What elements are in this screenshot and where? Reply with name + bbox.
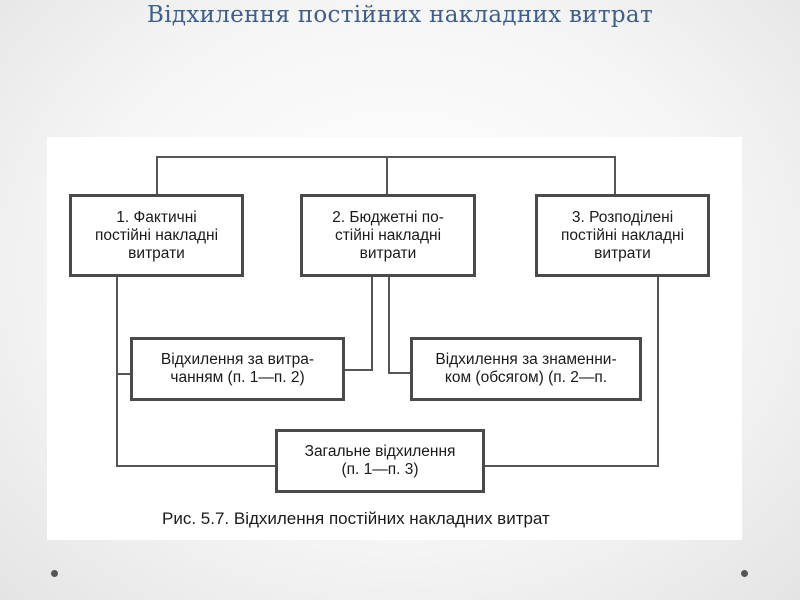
spending-variance-box: Відхилення за витра- чанням (п. 1—п. 2) — [130, 337, 345, 401]
figure-caption: Рис. 5.7. Відхилення постійних накладних… — [162, 509, 550, 528]
actual-costs-box: 1. Фактичні постійні накладні витрати — [69, 194, 244, 277]
budget-to-spending-line — [343, 276, 373, 371]
budget-to-volume-line — [388, 276, 412, 374]
volume-variance-box: Відхилення за знаменни- ком (обсягом) (п… — [410, 337, 642, 401]
total-variance-box: Загальне відхилення (п. 1—п. 3) — [275, 429, 485, 493]
budget-costs-label: 2. Бюджетні по- стійні накладні витрати — [332, 208, 444, 262]
allocated-costs-box: 3. Розподілені постійні накладні витрати — [535, 194, 710, 277]
connector-lines — [116, 156, 659, 467]
diagram-figure: 1. Фактичні постійні накладні витрати 2.… — [47, 137, 742, 540]
total-variance-label: Загальне відхилення (п. 1—п. 3) — [304, 443, 456, 478]
actual-costs-label: 1. Фактичні постійні накладні витрати — [94, 208, 219, 262]
spending-variance-label: Відхилення за витра- чанням (п. 1—п. 2) — [160, 351, 315, 386]
left-bullet-dot — [51, 570, 58, 577]
allocated-to-total-line — [483, 276, 659, 467]
allocated-costs-label: 3. Розподілені постійні накладні витрати — [560, 208, 685, 262]
volume-variance-label: Відхилення за знаменни- ком (обсягом) (п… — [435, 351, 617, 386]
budget-costs-box: 2. Бюджетні по- стійні накладні витрати — [300, 194, 476, 277]
actual-to-total-line — [116, 276, 277, 467]
right-bullet-dot — [741, 570, 748, 577]
slide-title: Відхилення постійних накладних витрат — [147, 2, 653, 28]
